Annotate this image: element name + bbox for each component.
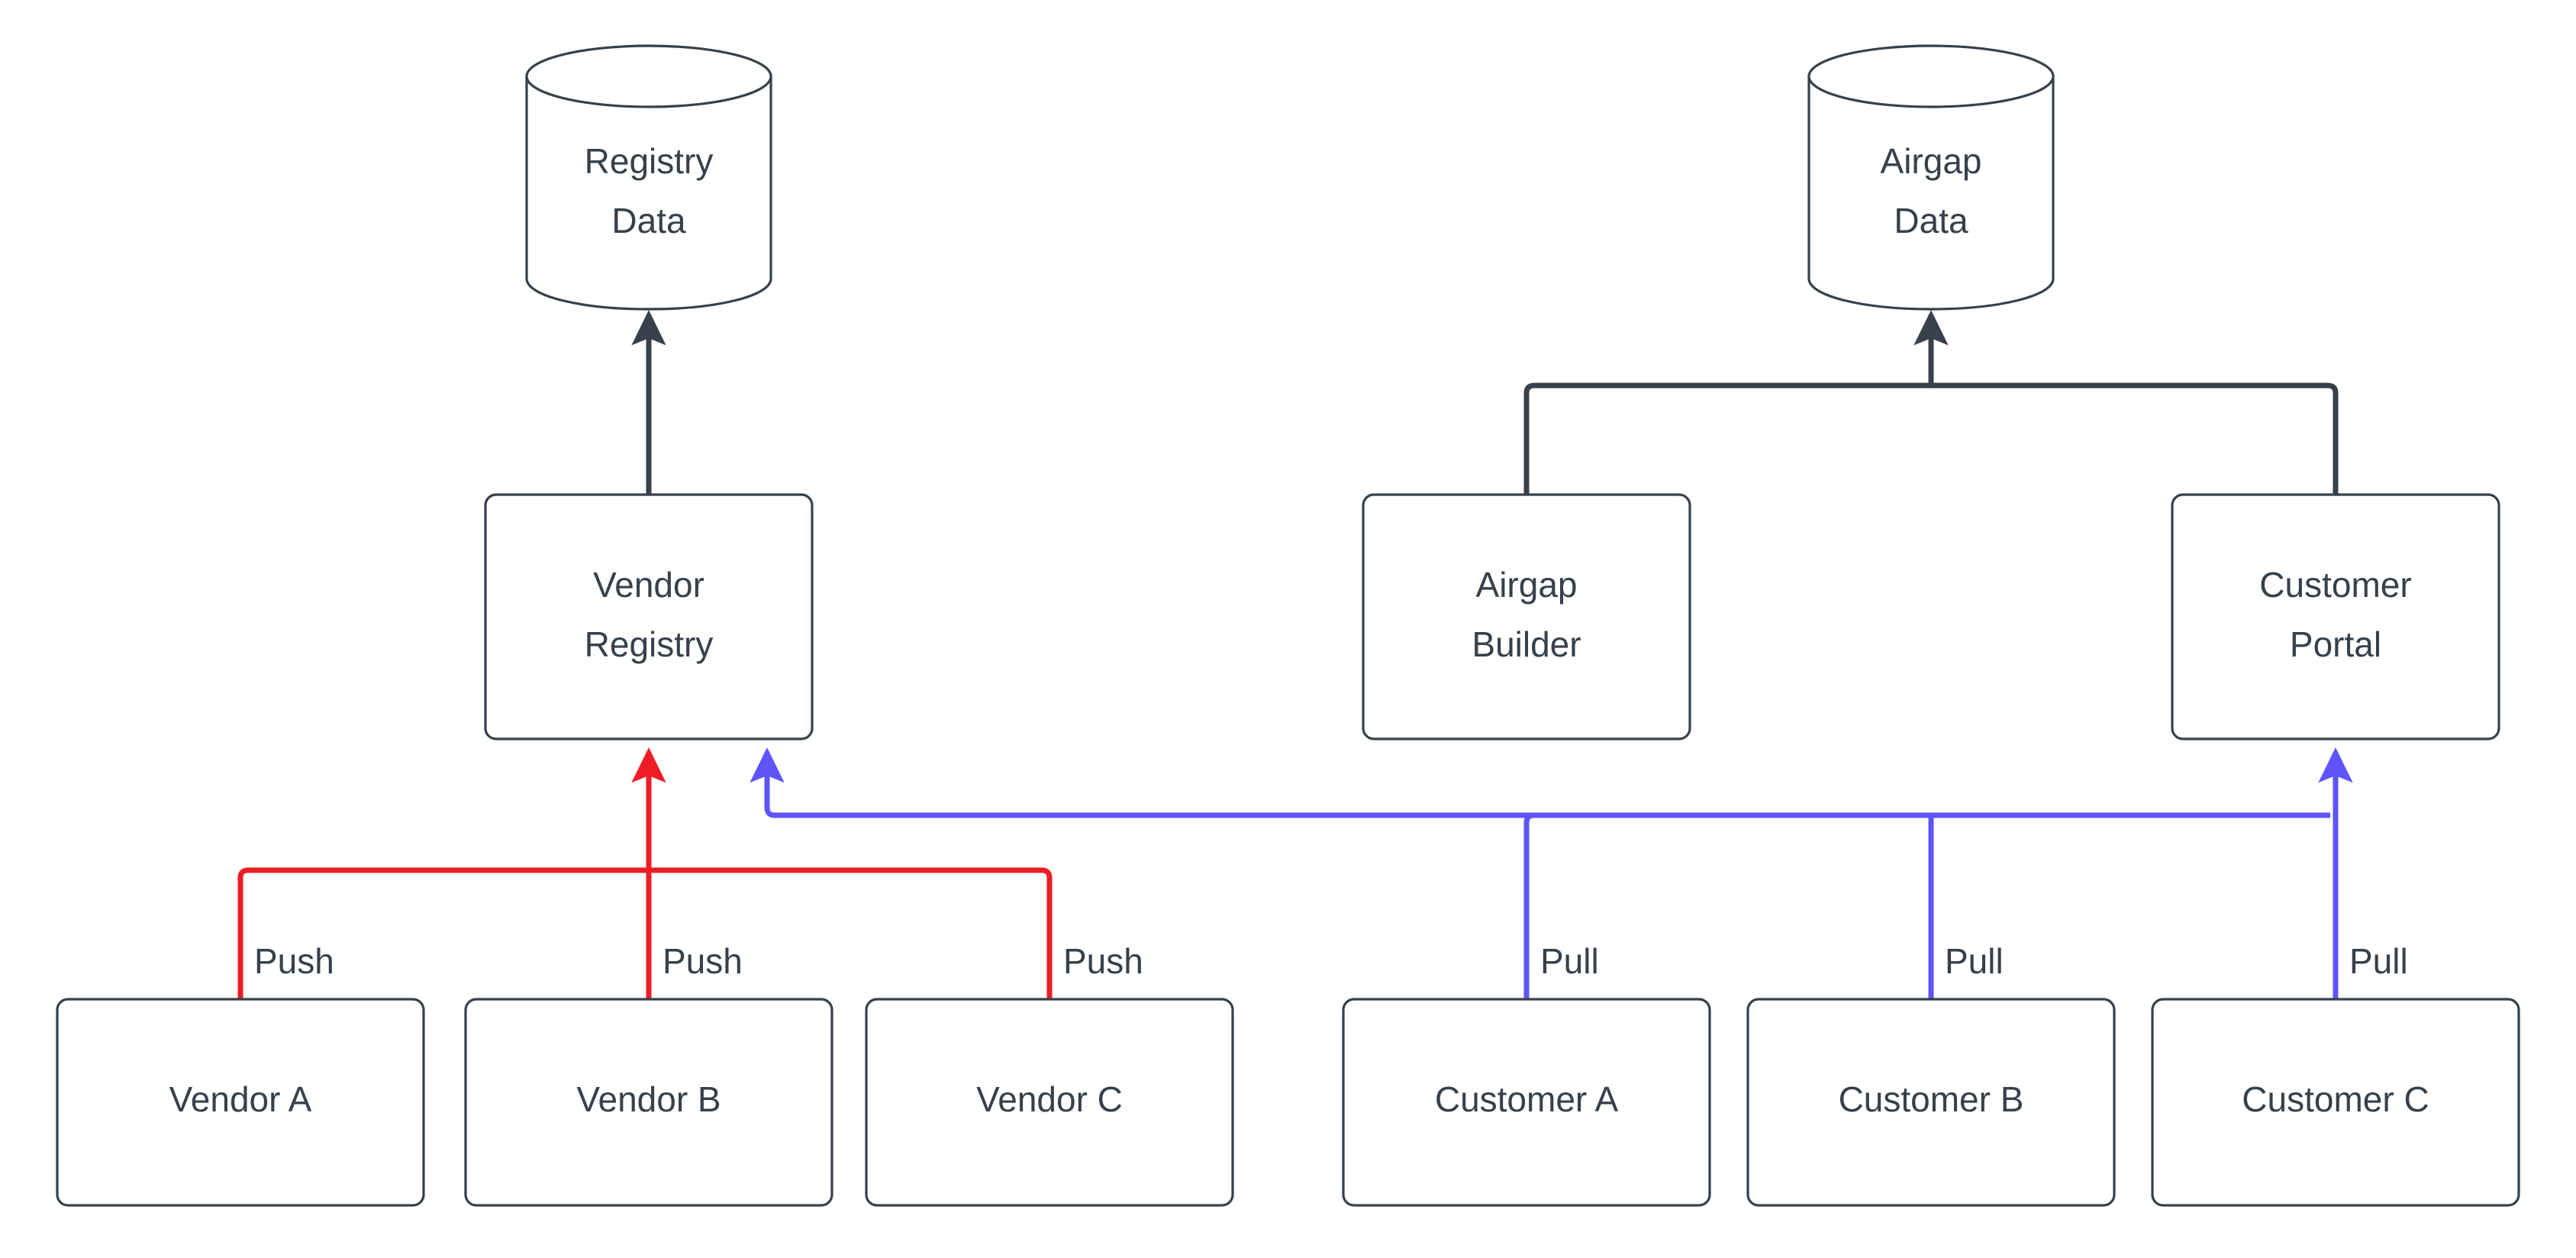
vendor-b-box xyxy=(464,998,833,1207)
airgap-builder-label-line1: Airgap xyxy=(1476,565,1578,605)
vendor-c-box xyxy=(865,998,1234,1207)
airgap-data-label-line2: Data xyxy=(1894,201,1968,240)
edge-pull-bus-left xyxy=(1523,812,2328,999)
registry-data-label-line1: Registry xyxy=(585,141,714,181)
airgap-data-cylinder-body xyxy=(1807,75,2055,311)
vendor-registry-label-line1: Vendor xyxy=(593,565,704,605)
node-registry-data[interactable]: Registry Data xyxy=(525,44,772,311)
registry-data-cylinder-body xyxy=(525,75,772,311)
edge-label-push-vendor-c: Push xyxy=(1063,941,1143,981)
node-customer-portal[interactable]: Customer Portal xyxy=(2171,493,2500,740)
customer-c-label: Customer C xyxy=(2242,1079,2429,1119)
node-vendor-c[interactable]: Vendor C xyxy=(865,998,1234,1207)
customer-a-box xyxy=(1342,998,1711,1207)
airgap-builder-label-line2: Builder xyxy=(1472,624,1581,664)
node-customer-c[interactable]: Customer C xyxy=(2151,998,2520,1207)
edge-label-push-vendor-a: Push xyxy=(254,941,334,981)
edge-label-pull-customer-c: Pull xyxy=(2349,941,2408,981)
airgap-data-label-line1: Airgap xyxy=(1881,141,1982,181)
edge-label-pull-customer-a: Pull xyxy=(1540,941,1599,981)
airgap-data-cylinder-top xyxy=(1807,44,2055,108)
vendor-registry-box xyxy=(484,493,814,740)
edge-push-bus xyxy=(237,867,1053,999)
airgap-builder-box xyxy=(1362,493,1691,740)
registry-data-cylinder-top xyxy=(525,44,772,108)
node-customer-b[interactable]: Customer B xyxy=(1746,998,2116,1207)
customer-portal-label-line2: Portal xyxy=(2290,624,2381,664)
node-airgap-builder[interactable]: Airgap Builder xyxy=(1362,493,1691,740)
customer-portal-box xyxy=(2171,493,2500,740)
node-vendor-registry[interactable]: Vendor Registry xyxy=(484,493,814,740)
node-vendor-b[interactable]: Vendor B xyxy=(464,998,833,1207)
registry-data-label-line2: Data xyxy=(611,201,686,240)
vendor-a-box xyxy=(56,998,425,1207)
edge-label-pull-customer-b: Pull xyxy=(1945,941,2004,981)
vendor-a-label: Vendor A xyxy=(169,1079,312,1119)
edge-pull-bus-to-vendor-registry xyxy=(750,747,2330,818)
edge-airgap-bus xyxy=(1523,382,2339,495)
vendor-c-label: Vendor C xyxy=(976,1079,1123,1119)
customer-a-label: Customer A xyxy=(1435,1079,1619,1119)
customer-c-box xyxy=(2151,998,2520,1207)
node-vendor-a[interactable]: Vendor A xyxy=(56,998,425,1207)
vendor-registry-label-line2: Registry xyxy=(585,624,714,664)
customer-b-box xyxy=(1746,998,2116,1207)
node-customer-a[interactable]: Customer A xyxy=(1342,998,1711,1207)
node-airgap-data[interactable]: Airgap Data xyxy=(1807,44,2055,311)
vendor-b-label: Vendor B xyxy=(576,1079,721,1119)
edge-label-push-vendor-b: Push xyxy=(663,941,743,981)
customer-portal-label-line1: Customer xyxy=(2259,565,2411,605)
customer-b-label: Customer B xyxy=(1839,1079,2024,1119)
